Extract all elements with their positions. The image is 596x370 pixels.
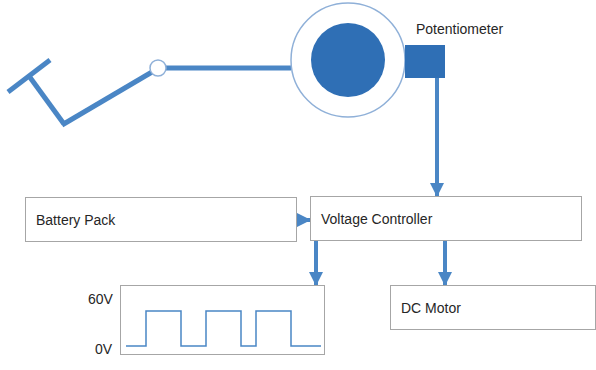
pedal-stem [29, 76, 64, 124]
pedal-rod [166, 66, 291, 71]
process-box: Voltage Controller [310, 196, 582, 241]
part-label: 60V [88, 291, 113, 307]
connector-arrow [297, 218, 310, 222]
waveform-plot: 60V0V [120, 285, 325, 355]
pedal-link [62, 72, 152, 125]
process-box: Battery Pack [25, 197, 297, 242]
process-box: DC Motor [390, 285, 596, 330]
wave-line [126, 311, 321, 346]
part-label: Potentiometer [416, 21, 503, 37]
wheel-disc [311, 23, 385, 97]
box-label: DC Motor [401, 300, 461, 316]
connector-arrow [435, 78, 439, 196]
pivot-joint [150, 60, 166, 76]
connector-arrow [443, 241, 447, 285]
box-label: Battery Pack [36, 212, 115, 228]
wheel-ring [291, 3, 405, 117]
connector-arrow [314, 241, 318, 285]
potentiometer-block: Potentiometer [405, 45, 445, 78]
square-wave [121, 286, 324, 354]
part-label: 0V [95, 341, 112, 357]
box-label: Voltage Controller [321, 211, 432, 227]
